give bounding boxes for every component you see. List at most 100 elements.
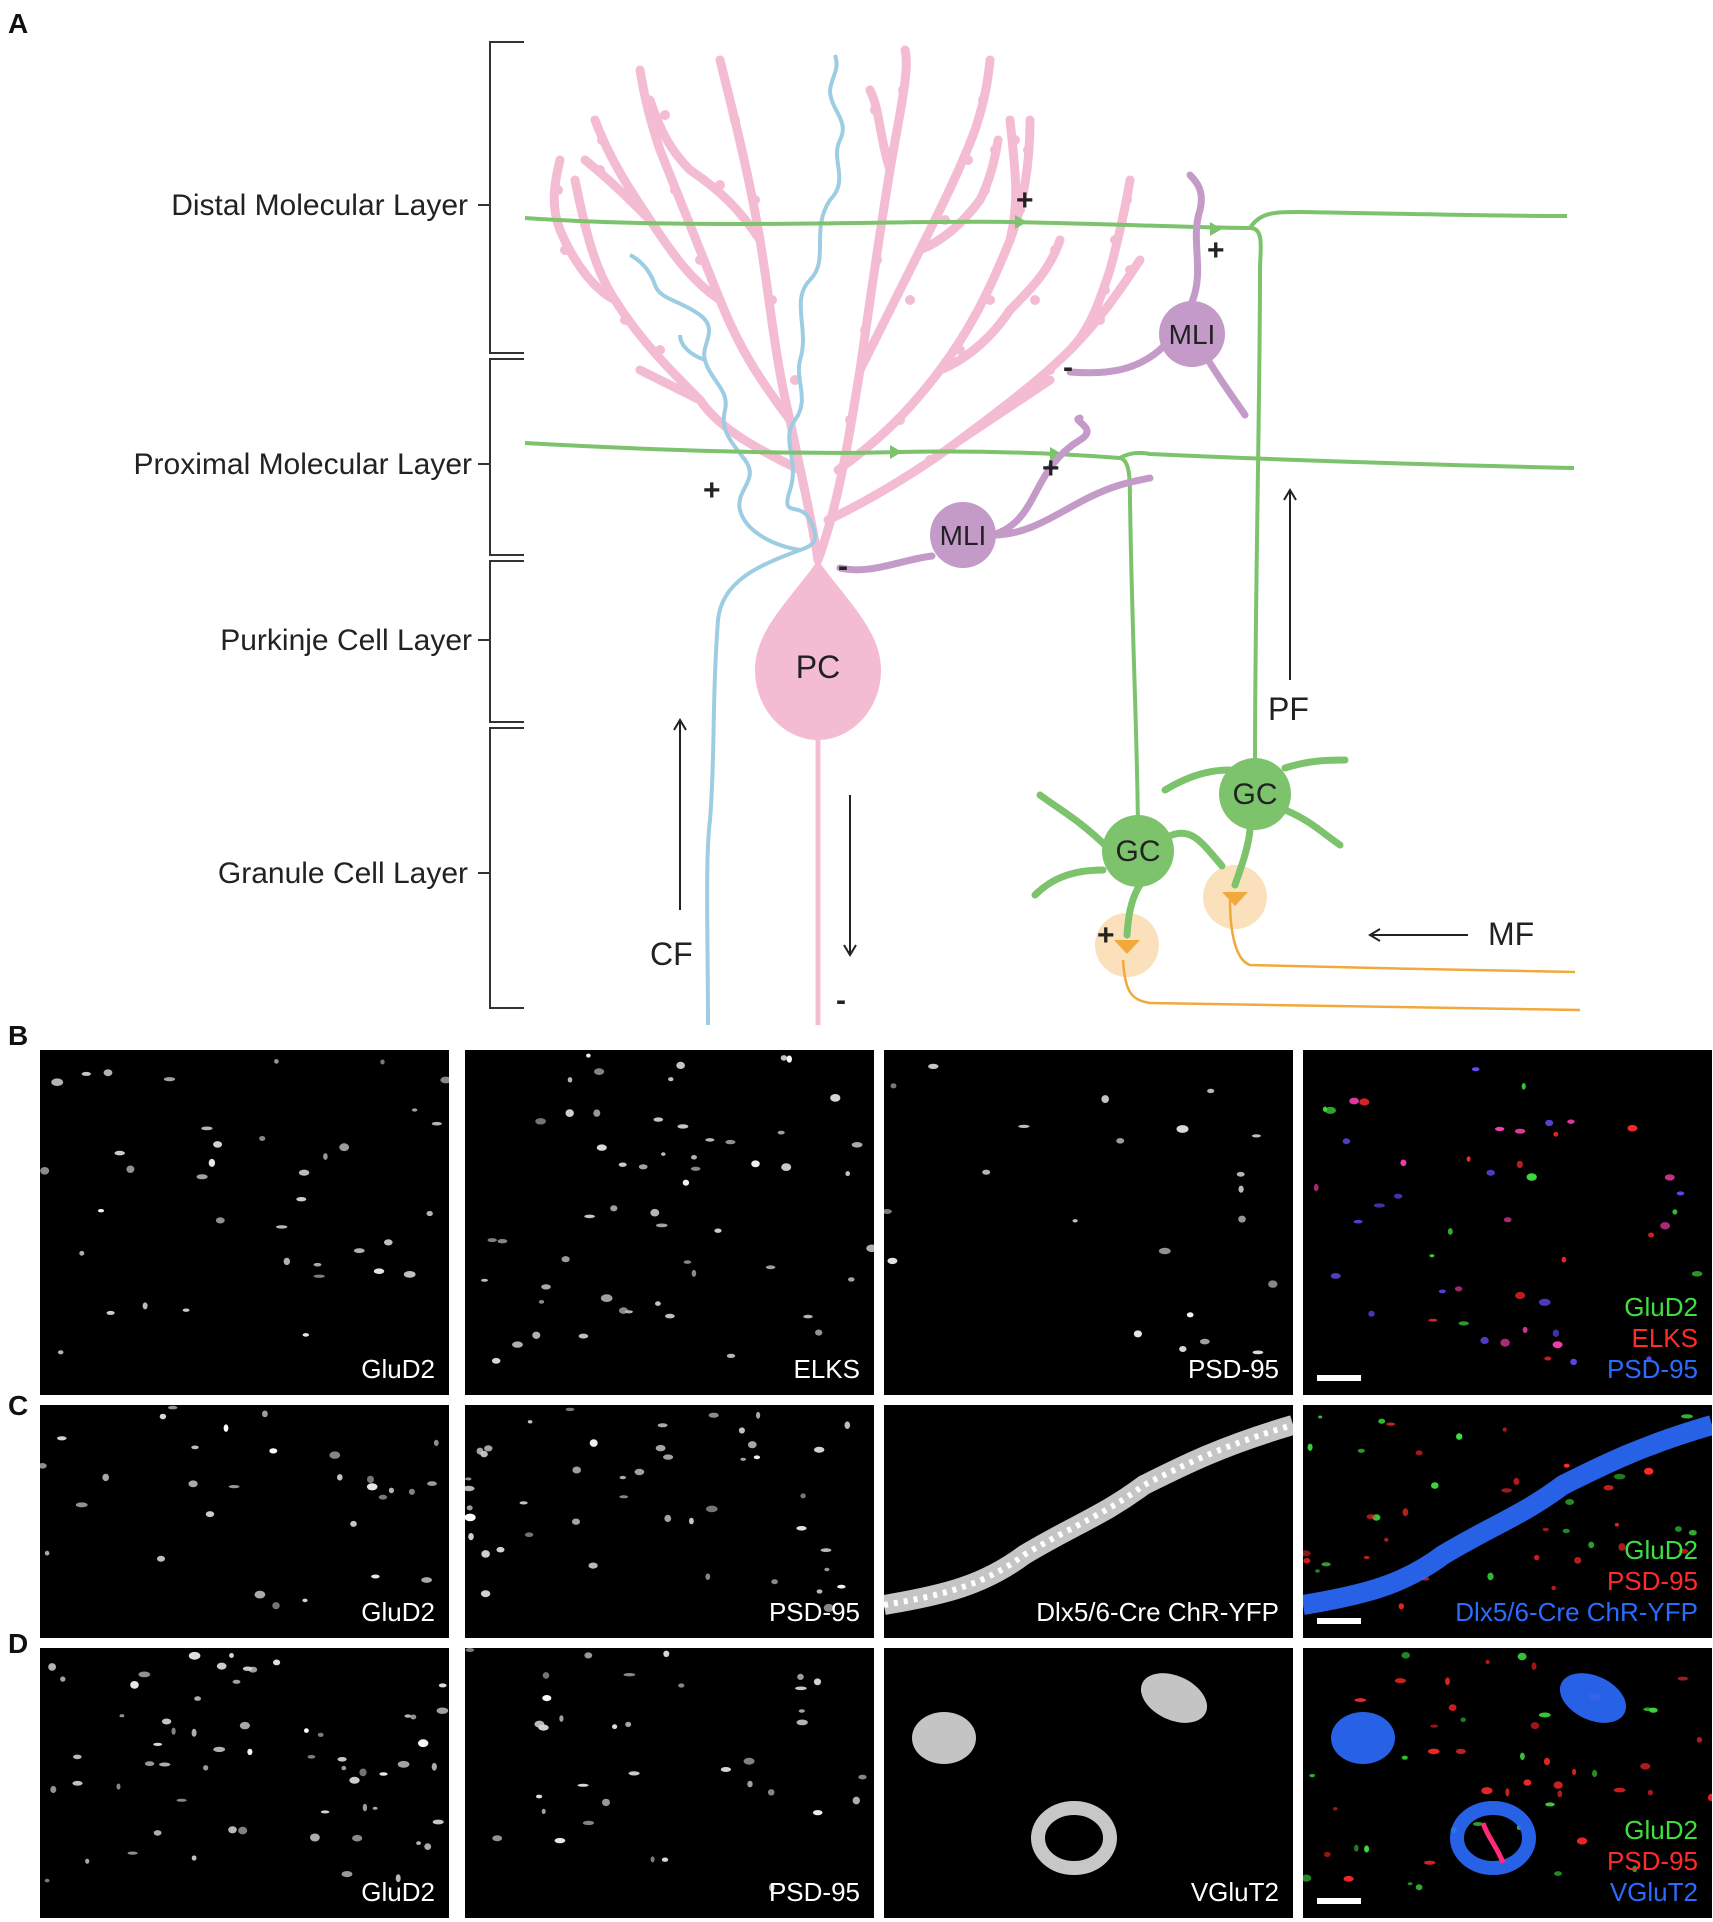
punctum — [359, 1768, 367, 1777]
punctum — [106, 1310, 115, 1315]
punctum — [720, 1767, 731, 1772]
punctum — [1530, 1722, 1540, 1730]
punctum — [748, 1441, 757, 1449]
punctum — [216, 1662, 227, 1670]
vglut2-terminals-blue — [1331, 1673, 1627, 1875]
punctum — [298, 1169, 310, 1176]
punctum — [1428, 1748, 1440, 1755]
punctum — [1538, 1298, 1551, 1306]
punctum — [780, 1055, 788, 1061]
punctum — [1531, 1662, 1537, 1670]
punctum — [127, 1851, 138, 1855]
punctum — [816, 1589, 823, 1594]
punctum — [436, 1707, 449, 1714]
punctum — [623, 1673, 636, 1677]
micrograph-label: GluD2 — [361, 1597, 435, 1627]
punctum — [232, 1679, 241, 1684]
scale-bar — [1317, 1618, 1361, 1624]
punctum — [1570, 1358, 1577, 1366]
punctum — [229, 1653, 234, 1658]
pf-label: PF — [1268, 691, 1309, 727]
punctum — [153, 1830, 162, 1836]
micrograph-label: PSD-95 — [768, 1597, 860, 1627]
punctum — [602, 1798, 610, 1807]
punctum — [1487, 1572, 1494, 1581]
punctum — [468, 1533, 474, 1541]
punctum — [1368, 1310, 1375, 1317]
punctum — [661, 1857, 669, 1862]
punctum — [353, 1248, 365, 1254]
punctum — [823, 1603, 834, 1612]
punctum — [527, 1420, 533, 1424]
punctum — [79, 1250, 85, 1256]
punctum — [1133, 1330, 1142, 1338]
punctum — [813, 1678, 822, 1686]
punctum — [1515, 1291, 1526, 1300]
micrograph-c-merge: GluD2 PSD-95 Dlx5/6-Cre ChR-YFP — [1303, 1405, 1712, 1638]
punctum — [57, 1436, 67, 1441]
punctum — [705, 1138, 715, 1142]
punctum — [1481, 1787, 1493, 1795]
punctum — [159, 1413, 167, 1420]
punctum — [313, 1274, 325, 1278]
punctum — [1526, 1173, 1537, 1181]
gc-lower-label: GC — [1116, 835, 1161, 868]
punctum — [341, 1871, 353, 1878]
punctum — [1563, 1463, 1570, 1468]
punctum — [431, 1762, 437, 1771]
punctum — [1644, 1467, 1654, 1475]
punctum — [800, 1493, 806, 1499]
punctum — [1688, 1529, 1697, 1536]
punctum — [1447, 1228, 1453, 1235]
punctum — [625, 1721, 632, 1728]
punctum — [1676, 1191, 1685, 1196]
punctum — [97, 1209, 105, 1213]
punctum — [561, 1256, 570, 1263]
punctum — [1359, 1098, 1370, 1106]
punctum — [481, 1550, 490, 1558]
punctum — [362, 1803, 368, 1812]
punctum — [572, 1466, 581, 1474]
punctum — [577, 1783, 589, 1787]
punctum — [1501, 1488, 1512, 1493]
mli-upper — [1159, 301, 1225, 367]
punctum — [157, 1555, 165, 1562]
punctum — [433, 1439, 439, 1446]
punctum — [213, 1141, 223, 1148]
punctum — [542, 1695, 552, 1702]
punctum — [272, 1602, 280, 1610]
axon-fiber — [884, 1415, 1293, 1615]
panel-letter-b: B — [8, 1020, 29, 1051]
punctum — [1523, 1779, 1532, 1786]
sign-plus-pf-mli-lower: + — [1042, 452, 1060, 485]
punctum — [1503, 1217, 1512, 1223]
punctum — [1552, 1329, 1560, 1337]
punctum — [1313, 1183, 1319, 1192]
punctum — [634, 1468, 645, 1476]
punctum — [1613, 1787, 1626, 1793]
punctum — [1522, 1326, 1528, 1333]
punctum — [432, 1819, 444, 1825]
punctum — [191, 1445, 199, 1450]
punctum — [738, 1427, 745, 1434]
punctum — [465, 1513, 476, 1522]
punctum — [259, 1136, 266, 1141]
punctum — [317, 1732, 324, 1737]
punctum — [85, 1858, 90, 1864]
layer-brackets — [478, 41, 524, 1009]
punctum — [1401, 1755, 1408, 1760]
punctum — [44, 1878, 50, 1883]
punctum — [273, 1659, 281, 1666]
punctum — [384, 1239, 393, 1246]
punctum — [40, 1167, 50, 1175]
punctum — [638, 1164, 648, 1170]
punctum — [600, 1294, 613, 1302]
punctum — [349, 1776, 360, 1784]
punctum — [395, 1874, 401, 1883]
punctum — [1402, 1508, 1409, 1517]
punctum — [691, 1269, 697, 1277]
punctum — [796, 1526, 807, 1531]
punctum — [619, 1495, 629, 1499]
punctum — [1632, 1865, 1638, 1873]
punctum — [424, 1843, 432, 1850]
